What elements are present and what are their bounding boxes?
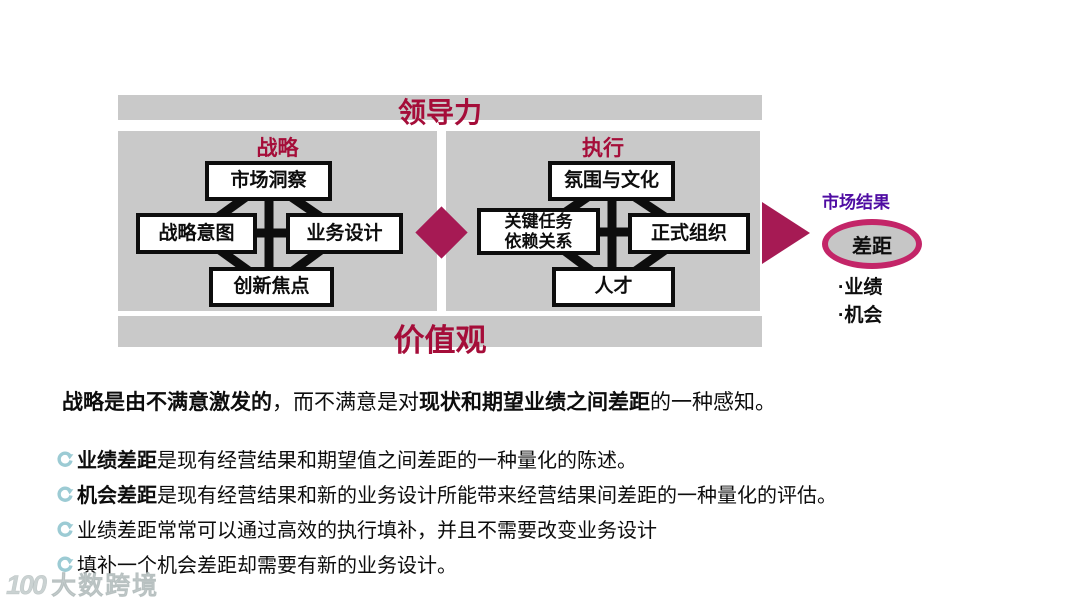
gap-label: 差距 xyxy=(852,235,892,258)
node-key-tasks-dependencies: 关键任务 依赖关系 xyxy=(477,208,600,255)
node-climate-culture: 氛围与文化 xyxy=(548,161,675,201)
execution-label: 执行 xyxy=(582,137,624,160)
watermark: 100 大数跨境 xyxy=(6,566,159,602)
intro-normal-1: ，而不满意是对 xyxy=(272,391,419,414)
node-business-design: 业务设计 xyxy=(286,213,403,254)
execution-panel: 执行 氛围与文化 关键任务 依赖关系 正式组织 人才 xyxy=(446,131,760,311)
leadership-banner: 领导力 xyxy=(118,95,762,128)
bullet-performance-gap-fill: 业绩差距常常可以通过高效的执行填补，并且不需要改变业务设计 xyxy=(56,511,1056,546)
intro-paragraph: 战略是由不满意激发的，而不满意是对现状和期望业绩之间差距的一种感知。 xyxy=(62,390,1042,416)
bullet-opportunity-gap: 机会差距 是现有经营结果和新的业务设计所能带来经营结果间差距的一种量化的评估。 xyxy=(56,476,1056,511)
gap-items: ·业绩 ·机会 xyxy=(838,274,882,330)
gap-ellipse: 差距 xyxy=(822,219,922,269)
watermark-logo-100: 100 xyxy=(6,570,48,601)
circular-arrow-icon xyxy=(56,450,74,468)
circular-arrow-icon xyxy=(56,485,74,503)
bullet-list: 业绩差距 是现有经营结果和期望值之间差距的一种量化的陈述。 机会差距 是现有经营… xyxy=(56,441,1056,581)
node-innovation-focus: 创新焦点 xyxy=(209,267,334,307)
node-strategic-intent: 战略意图 xyxy=(136,213,257,254)
intro-bold-2: 现状和期望业绩之间差距 xyxy=(419,391,650,414)
intro-bold-1: 战略是由不满意激发的 xyxy=(62,391,272,414)
node-market-insight: 市场洞察 xyxy=(205,161,332,201)
intro-normal-2: 的一种感知。 xyxy=(650,391,776,414)
gap-item-performance: ·业绩 xyxy=(838,277,883,298)
market-results-label: 市场结果 xyxy=(822,193,890,212)
strategy-label: 战略 xyxy=(256,137,299,160)
circular-arrow-icon xyxy=(56,555,74,573)
output-arrow-icon xyxy=(762,202,810,264)
circular-arrow-icon xyxy=(56,520,74,538)
values-banner: 价值观 xyxy=(118,316,762,358)
watermark-brand-text: 大数跨境 xyxy=(51,572,160,601)
bullet-opportunity-gap-fill: 填补一个机会差距却需要有新的业务设计。 xyxy=(56,546,1056,581)
node-formal-organization: 正式组织 xyxy=(628,213,750,254)
gap-item-opportunity: ·机会 xyxy=(838,305,883,326)
bullet-performance-gap: 业绩差距 是现有经营结果和期望值之间差距的一种量化的陈述。 xyxy=(56,441,1056,476)
strategy-panel: 战略 市场洞察 战略意图 业务设计 创新焦点 xyxy=(118,131,437,311)
leadership-label: 领导力 xyxy=(397,96,482,128)
node-talent: 人才 xyxy=(552,267,675,307)
values-label: 价值观 xyxy=(393,323,487,358)
